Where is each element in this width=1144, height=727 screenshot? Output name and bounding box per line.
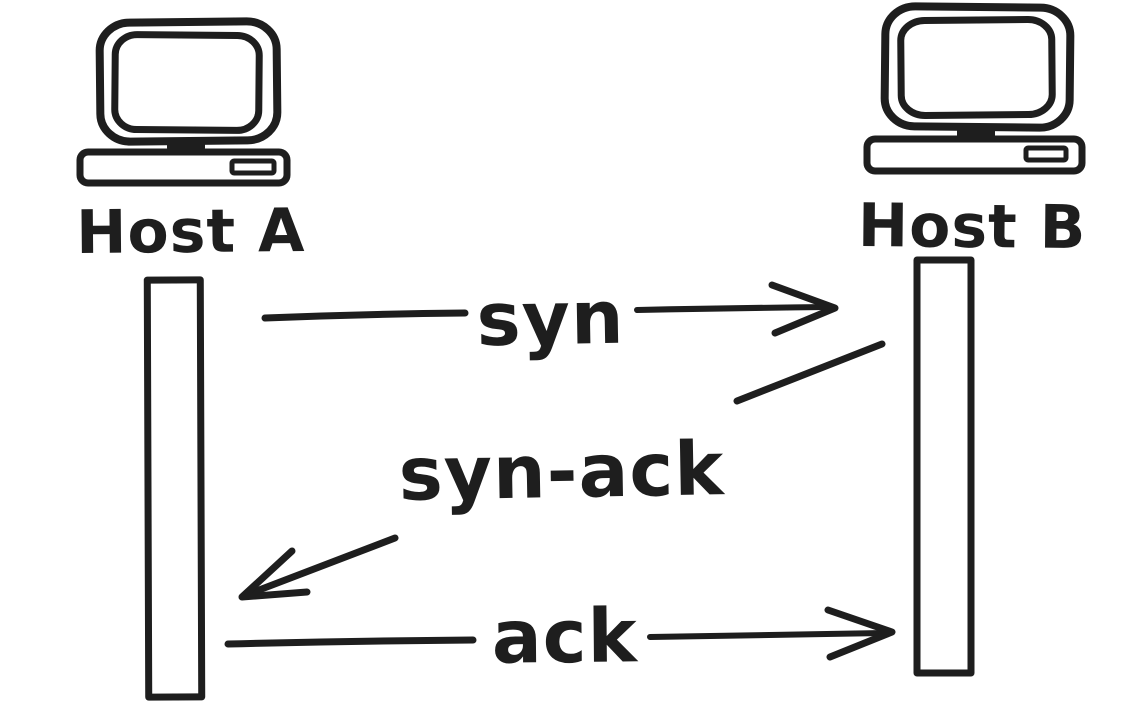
arrow-shaft-left (261, 309, 469, 322)
arrow-shaft-right (634, 304, 831, 313)
syn-arrow (261, 281, 839, 337)
host-b-label: Host B (858, 191, 1087, 263)
arrow-shaft-lower (242, 534, 399, 599)
syn-ack-arrow (238, 340, 886, 601)
syn-ack-label: syn-ack (398, 426, 726, 518)
labels: Host A Host B syn syn-ack ack (76, 191, 1087, 681)
monitor-screen (897, 16, 1056, 119)
syn-label: syn (476, 275, 625, 364)
host-a-label: Host A (76, 196, 306, 268)
ink-strokes (76, 2, 1086, 701)
disk-slot (1023, 145, 1069, 163)
host-b-computer-icon (863, 2, 1086, 175)
host-a-lifeline (143, 276, 206, 701)
monitor-screen (111, 31, 263, 134)
ack-arrow (224, 606, 896, 661)
arrow-shaft-left (224, 636, 477, 648)
arrowhead-right-icon (768, 281, 839, 337)
arrow-shaft-upper (733, 340, 886, 405)
host-a-computer-icon (76, 17, 291, 187)
monitor-stand (167, 139, 205, 151)
arrowhead-left-icon (238, 547, 311, 601)
ack-label: ack (491, 593, 639, 680)
host-b-lifeline (913, 256, 975, 677)
arrowhead-right-icon (824, 606, 896, 661)
disk-slot (229, 158, 277, 176)
arrow-shaft-right (647, 630, 887, 640)
